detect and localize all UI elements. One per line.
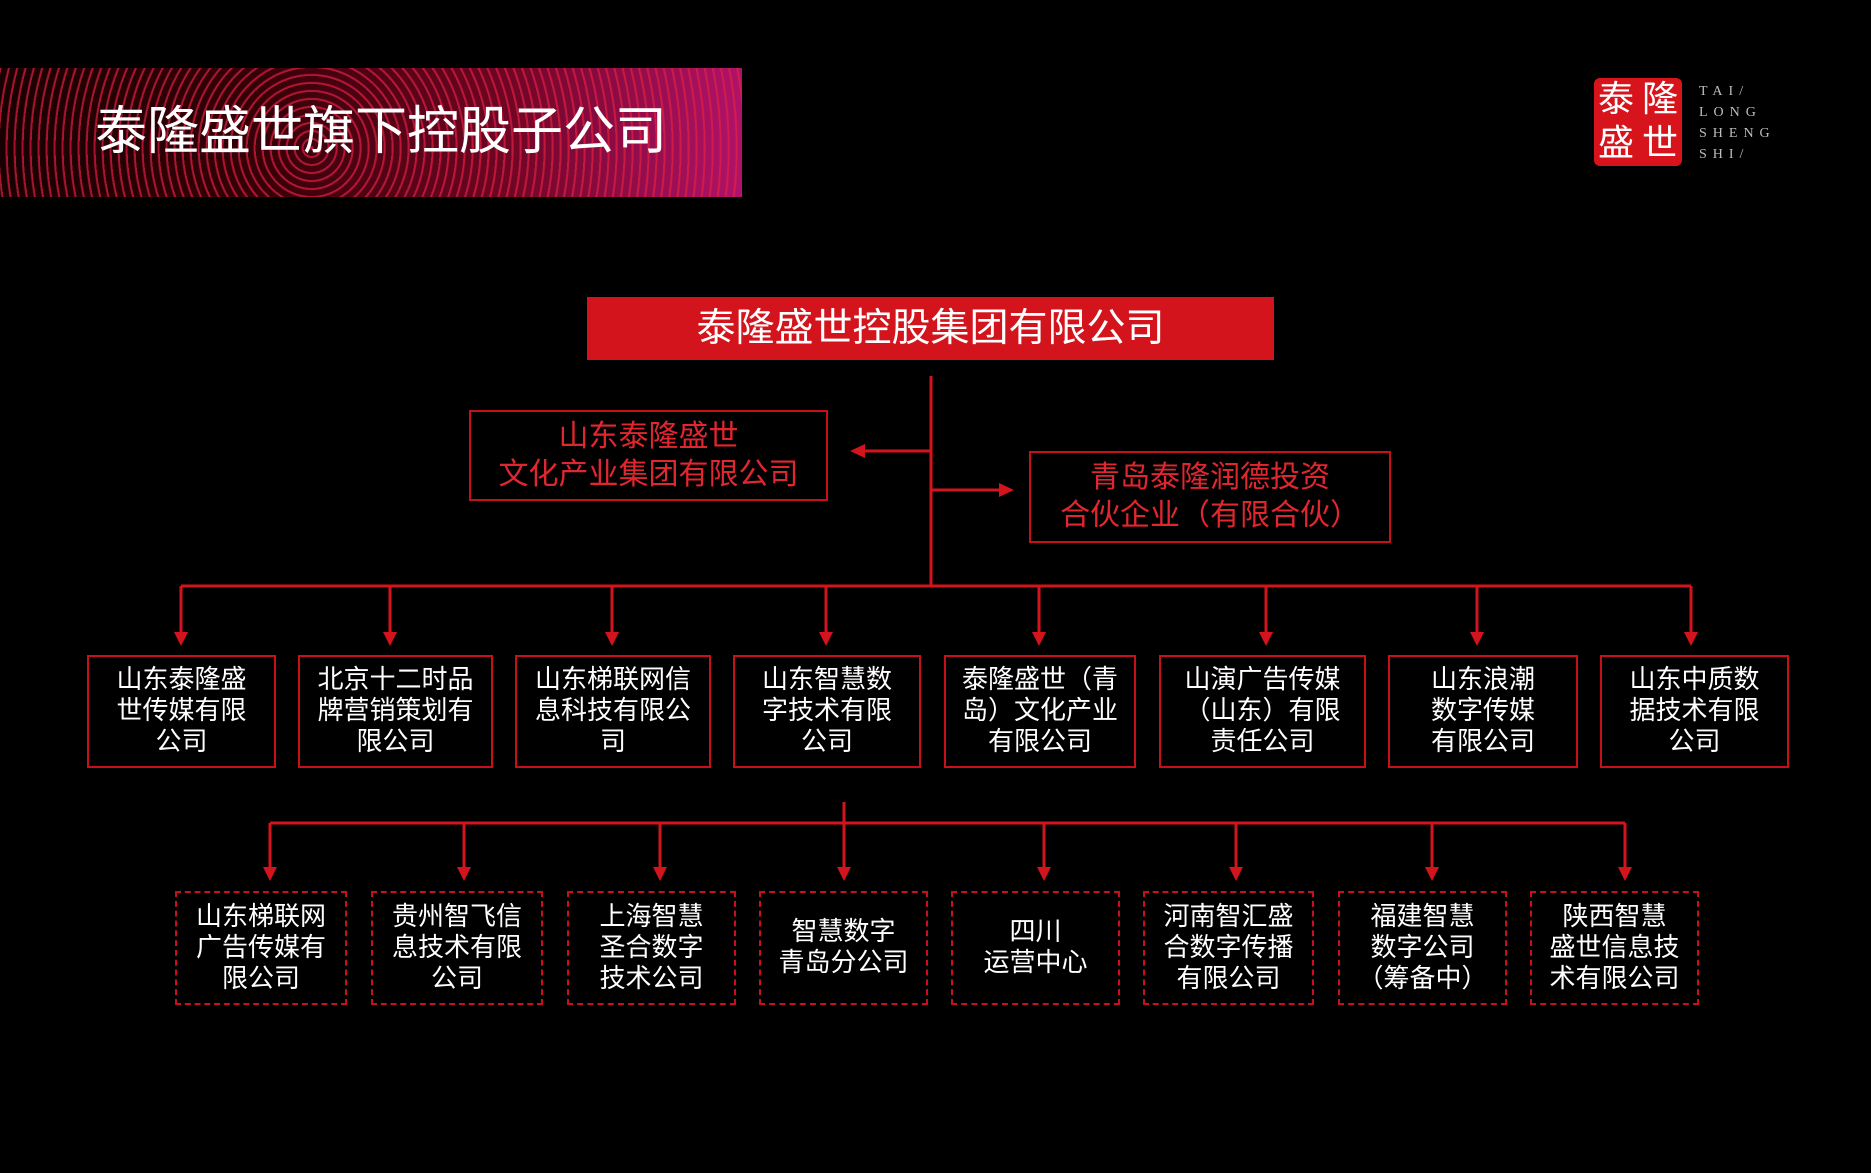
org-root-label: 泰隆盛世控股集团有限公司 [696, 306, 1165, 351]
subsidiary-label: 山东梯联网信 息科技有限公 司 [534, 665, 691, 757]
subsidiary-box-4: 山东智慧数 字技术有限 公司 [733, 655, 921, 768]
arrow-down-icon [263, 867, 277, 881]
arrow-down-icon [1618, 867, 1632, 881]
branch-box-8: 陕西智慧 盛世信息技 术有限公司 [1530, 891, 1699, 1005]
logo-char: 隆 [1641, 79, 1678, 120]
arrow-left-icon [850, 444, 865, 458]
affiliate-box-2: 青岛泰隆润德投资 合伙企业（有限合伙） [1029, 451, 1391, 543]
arrow-right-icon [999, 483, 1014, 497]
subsidiary-label: 北京十二时品 牌营销策划有 限公司 [317, 665, 474, 757]
wordmark-line: SHENG [1699, 126, 1776, 141]
logo-char: 世 [1641, 123, 1678, 164]
wordmark-line: TAI/ [1699, 84, 1750, 99]
branch-label: 四川 运营中心 [983, 917, 1088, 978]
org-root-box: 泰隆盛世控股集团有限公司 [587, 297, 1274, 360]
branch-label: 陕西智慧 盛世信息技 术有限公司 [1549, 901, 1680, 994]
arrow-down-icon [457, 867, 471, 881]
subsidiary-box-7: 山东浪潮 数字传媒 有限公司 [1388, 655, 1578, 768]
branch-label: 贵州智飞信 息技术有限 公司 [391, 901, 522, 994]
branch-box-5: 四川 运营中心 [951, 891, 1120, 1005]
branch-label: 山东梯联网 广告传媒有 限公司 [195, 901, 326, 994]
arrow-down-icon [1259, 632, 1273, 646]
branch-box-4: 智慧数字 青岛分公司 [759, 891, 928, 1005]
logo-wordmark: TAI/ LONG SHENG SHI/ [1699, 81, 1776, 165]
subsidiary-box-5: 泰隆盛世（青 岛）文化产业 有限公司 [944, 655, 1136, 768]
arrow-down-icon [653, 867, 667, 881]
subsidiary-label: 山东浪潮 数字传媒 有限公司 [1430, 665, 1535, 757]
wordmark-line: SHI/ [1699, 147, 1750, 162]
subsidiary-box-1: 山东泰隆盛 世传媒有限 公司 [87, 655, 276, 768]
subsidiary-label: 泰隆盛世（青 岛）文化产业 有限公司 [961, 665, 1118, 757]
brand-logo: 泰 隆 盛 世 [1594, 78, 1682, 166]
affiliate-label: 青岛泰隆润德投资 合伙企业（有限合伙） [1060, 460, 1360, 533]
arrow-down-icon [819, 632, 833, 646]
arrow-down-icon [1425, 867, 1439, 881]
arrow-down-icon [1684, 632, 1698, 646]
subsidiary-label: 山东智慧数 字技术有限 公司 [761, 665, 892, 757]
arrow-down-icon [1037, 867, 1051, 881]
branch-label: 智慧数字 青岛分公司 [778, 917, 909, 978]
logo-char: 泰 [1597, 79, 1634, 120]
subsidiary-box-3: 山东梯联网信 息科技有限公 司 [515, 655, 711, 768]
branch-label: 福建智慧 数字公司 （筹备中） [1357, 901, 1488, 994]
subsidiary-label: 山演广告传媒 （山东）有限 责任公司 [1184, 665, 1341, 757]
subsidiary-box-6: 山演广告传媒 （山东）有限 责任公司 [1159, 655, 1366, 768]
branch-label: 河南智汇盛 合数字传播 有限公司 [1163, 901, 1294, 994]
subsidiary-label: 山东中质数 据技术有限 公司 [1629, 665, 1760, 757]
affiliate-label: 山东泰隆盛世 文化产业集团有限公司 [498, 418, 799, 492]
subsidiary-label: 山东泰隆盛 世传媒有限 公司 [116, 665, 247, 757]
arrow-down-icon [837, 867, 851, 881]
branch-box-7: 福建智慧 数字公司 （筹备中） [1338, 891, 1507, 1005]
arrow-down-icon [383, 632, 397, 646]
logo-char: 盛 [1597, 123, 1634, 164]
arrow-down-icon [605, 632, 619, 646]
branch-box-6: 河南智汇盛 合数字传播 有限公司 [1143, 891, 1314, 1005]
arrow-down-icon [1229, 867, 1243, 881]
subsidiary-box-8: 山东中质数 据技术有限 公司 [1600, 655, 1789, 768]
branch-box-1: 山东梯联网 广告传媒有 限公司 [175, 891, 347, 1005]
branch-box-2: 贵州智飞信 息技术有限 公司 [371, 891, 543, 1005]
header-banner: 泰隆盛世旗下控股子公司 [0, 68, 742, 197]
affiliate-box-1: 山东泰隆盛世 文化产业集团有限公司 [469, 410, 828, 501]
arrow-down-icon [1470, 632, 1484, 646]
branch-box-3: 上海智慧 圣合数字 技术公司 [567, 891, 736, 1005]
subsidiary-box-2: 北京十二时品 牌营销策划有 限公司 [298, 655, 493, 768]
branch-label: 上海智慧 圣合数字 技术公司 [599, 901, 704, 994]
arrow-down-icon [174, 632, 188, 646]
page-title: 泰隆盛世旗下控股子公司 [95, 102, 668, 162]
arrow-down-icon [1032, 632, 1046, 646]
wordmark-line: LONG [1699, 105, 1762, 120]
